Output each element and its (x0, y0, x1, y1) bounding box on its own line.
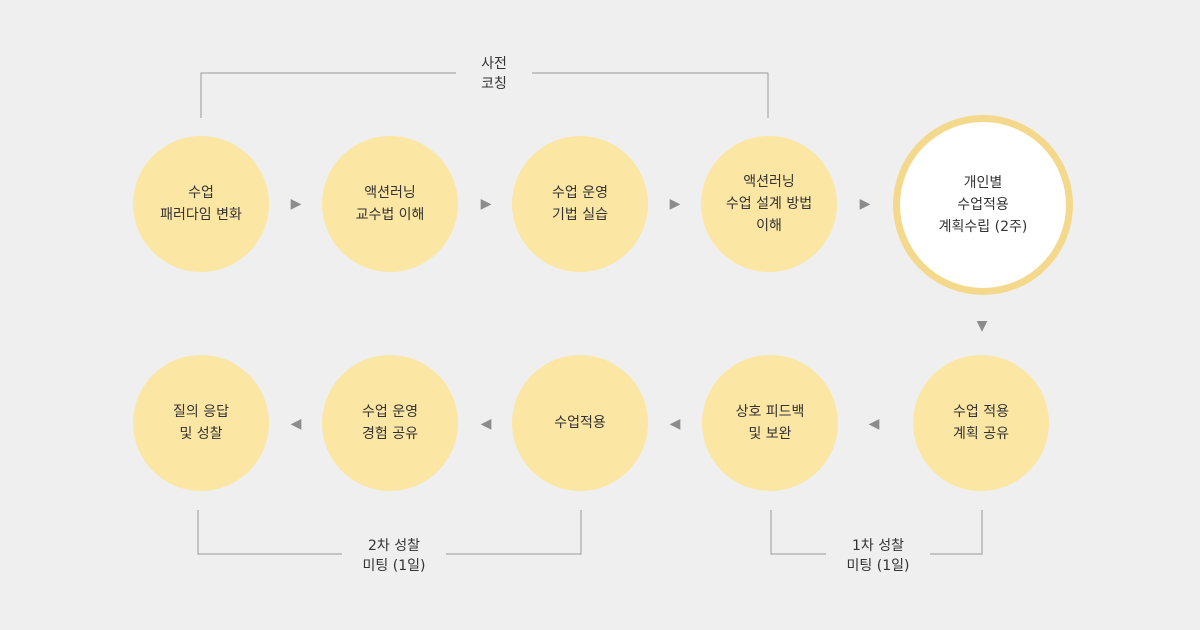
step-label-line: 액션러닝 (743, 174, 795, 190)
step-label-line: 이해 (756, 218, 782, 234)
step-label-line: 계획수립 (2주) (938, 219, 1028, 235)
arrow-left-icon: ◀ (290, 416, 302, 432)
step-label-line: 계획 공유 (953, 426, 1009, 442)
step-design-method: 액션러닝 수업 설계 방법 이해 (701, 136, 837, 272)
step-label-line: 및 보완 (748, 426, 792, 442)
arrow-right-icon: ▶ (480, 196, 492, 212)
second-reflection-label: 2차 성찰 미팅 (1일) (342, 536, 446, 576)
step-active-learning-method: 액션러닝 교수법 이해 (322, 136, 458, 272)
arrow-left-icon: ◀ (480, 416, 492, 432)
step-label-line: 및 성찰 (179, 426, 223, 442)
pre-coaching-label: 사전 코칭 (456, 54, 532, 94)
pre-coaching-line-1: 사전 (481, 56, 507, 72)
step-label-line: 수업 적용 (953, 404, 1009, 420)
step-label-line: 수업 (188, 185, 214, 201)
step-experience-share: 수업 운영 경험 공유 (322, 355, 458, 491)
arrow-right-icon: ▶ (290, 196, 302, 212)
step-label-line: 기법 실습 (552, 207, 608, 223)
step-peer-feedback: 상호 피드백 및 보완 (702, 355, 838, 491)
arrow-right-icon: ▶ (859, 196, 871, 212)
step-label-line: 수업 설계 방법 (725, 196, 813, 212)
pre-coaching-line-2: 코칭 (481, 76, 507, 92)
arrow-right-icon: ▶ (669, 196, 681, 212)
arrow-left-icon: ◀ (669, 416, 681, 432)
step-label-line: 상호 피드백 (735, 404, 805, 420)
first-reflection-line-1: 1차 성찰 (852, 538, 904, 554)
step-label-line: 질의 응답 (173, 404, 229, 420)
step-label-line: 수업적용 (554, 415, 606, 431)
step-class-apply: 수업적용 (512, 355, 648, 491)
step-label-line: 수업 운영 (362, 404, 418, 420)
step-paradigm-change: 수업 패러다임 변화 (133, 136, 269, 272)
first-reflection-line-2: 미팅 (1일) (846, 558, 910, 574)
step-label-line: 수업 운영 (552, 185, 608, 201)
second-reflection-line-1: 2차 성찰 (368, 538, 420, 554)
step-qa-reflection: 질의 응답 및 성찰 (133, 355, 269, 491)
arrow-down-icon: ▼ (976, 318, 988, 334)
step-label-line: 경험 공유 (362, 426, 418, 442)
step-label-line: 수업적용 (957, 197, 1009, 213)
step-operation-practice: 수업 운영 기법 실습 (512, 136, 648, 272)
step-label-line: 패러다임 변화 (160, 207, 242, 223)
step-label-line: 액션러닝 (364, 185, 416, 201)
arrow-left-icon: ◀ (868, 416, 880, 432)
step-plan-share: 수업 적용 계획 공유 (913, 355, 1049, 491)
step-individual-plan: 개인별 수업적용 계획수립 (2주) (893, 115, 1073, 295)
second-reflection-line-2: 미팅 (1일) (362, 558, 426, 574)
step-label-line: 교수법 이해 (355, 207, 425, 223)
first-reflection-label: 1차 성찰 미팅 (1일) (826, 536, 930, 576)
step-label-line: 개인별 (963, 175, 1003, 191)
